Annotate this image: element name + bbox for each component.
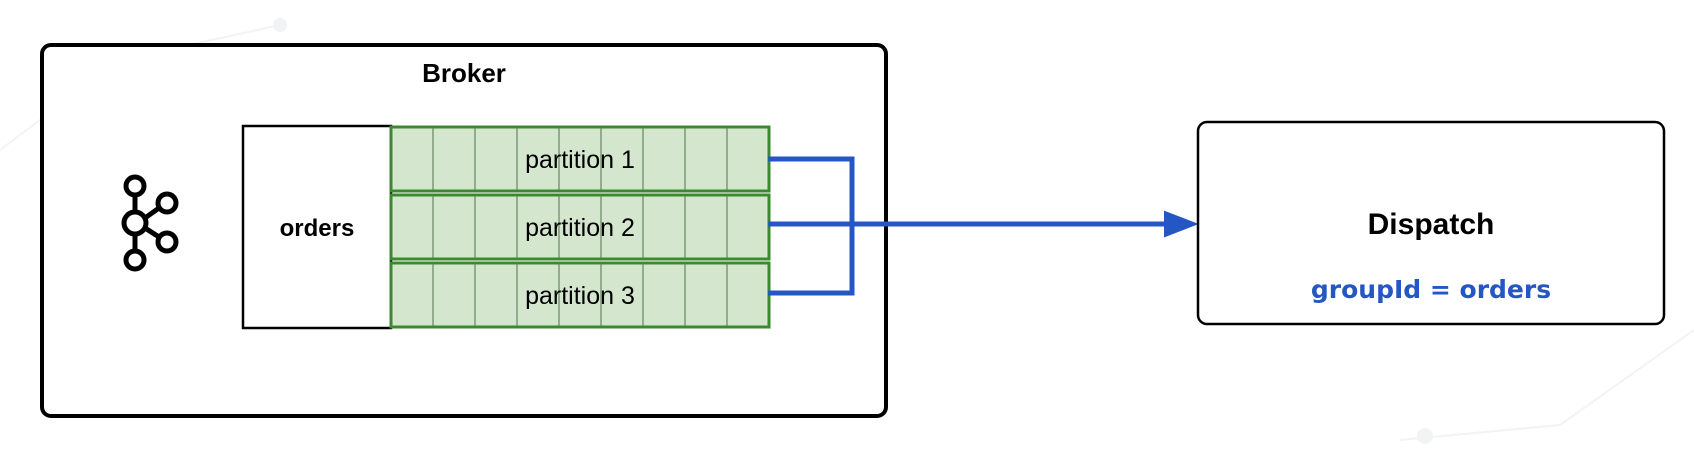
bg-dot-2	[1417, 428, 1433, 444]
topic-box: orders	[241, 124, 393, 330]
partition-body	[389, 125, 771, 193]
kafka-node-lower-right	[155, 230, 179, 254]
kafka-edge-lower-right	[143, 225, 161, 240]
group-id-label: groupId = orders	[1311, 275, 1551, 304]
dispatch-box: Dispatch groupId = orders	[1196, 120, 1666, 326]
dispatch-title: Dispatch	[1368, 208, 1495, 241]
dispatch-border	[1196, 120, 1666, 326]
partition-label: partition 3	[525, 282, 635, 310]
partitions-group: partition 1 partition 2 partition 3	[389, 125, 771, 329]
bg-dot-1	[273, 18, 287, 32]
kafka-icon	[121, 174, 179, 272]
kafka-node-upper-right	[155, 191, 179, 215]
partition-body	[389, 193, 771, 261]
partition-body	[389, 261, 771, 329]
partition-3: partition 3	[389, 261, 771, 329]
connectors-group	[768, 156, 1199, 296]
bg-line-2	[1399, 329, 1694, 441]
topic-name: orders	[280, 215, 355, 242]
partition-label: partition 2	[525, 214, 635, 242]
topic-border	[241, 124, 393, 330]
partition-2: partition 2	[389, 193, 771, 261]
partition-1: partition 1	[389, 125, 771, 193]
broker-title: Broker	[422, 58, 506, 88]
partition-label: partition 1	[525, 146, 635, 174]
kafka-edge-upper-right	[143, 205, 161, 221]
arrowhead-icon	[1164, 210, 1199, 238]
